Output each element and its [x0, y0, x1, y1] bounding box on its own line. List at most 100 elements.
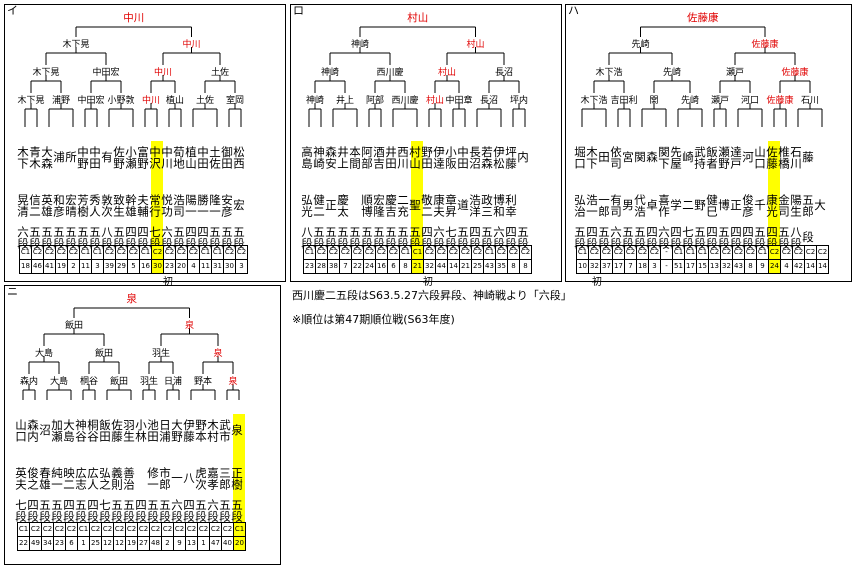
- player-rank: 五段: [573, 225, 587, 249]
- class-cell: C2: [769, 246, 780, 260]
- bracket-label: 中田宏: [77, 94, 104, 106]
- player-rank: 五段: [230, 498, 244, 522]
- player-given-name: 陽一: [184, 193, 198, 217]
- player-given-name: 慶吉: [384, 193, 398, 217]
- player-name: 堀口: [573, 145, 587, 169]
- bracket-tree: 村山神崎村山神崎西川慶村山長沼神崎井上阿部西川慶村山中田章長沼坪内: [306, 11, 528, 127]
- player-given-name: 広志: [74, 466, 88, 490]
- player-given-name: 勝一: [196, 193, 210, 217]
- player-name: 関: [633, 151, 647, 163]
- player-given-name: 秀人: [88, 193, 102, 217]
- spacer: [447, 173, 459, 189]
- bracket-label: 佐藤康: [687, 11, 719, 24]
- spacer: [197, 446, 209, 462]
- rank-number-cell: 15: [698, 262, 707, 270]
- class-cell: C2: [152, 246, 163, 260]
- class-cell: C2: [721, 246, 732, 260]
- spacer: [173, 446, 185, 462]
- class-cell: C2: [376, 246, 387, 260]
- class-cell: C2: [352, 246, 363, 260]
- player-name: 中沢: [148, 145, 162, 169]
- rank-number-cell: 3: [95, 262, 100, 270]
- player-column: 内五段: [516, 141, 531, 253]
- spacer: [67, 173, 79, 189]
- player-rank: 五段: [232, 225, 246, 249]
- bracket-label: 大島: [35, 347, 53, 359]
- rank-number-cell: 6: [69, 539, 74, 547]
- player-given-name: 致生: [112, 193, 126, 217]
- player-rank: 五段: [753, 225, 767, 249]
- player-column: 山口英夫七段: [14, 414, 29, 526]
- class-cell: C2: [817, 246, 828, 260]
- player-rank: 五段: [158, 498, 172, 522]
- player-given-name: 男: [621, 199, 635, 211]
- class-cell: C2: [56, 246, 67, 260]
- player-name: 瀬野: [717, 145, 731, 169]
- player-column: 中田道五段: [456, 141, 471, 253]
- bracket-label: 泉: [127, 292, 138, 305]
- bracket-tree: 中川木下晃中川木下晃中田宏中川土佐木下晃浦野中田宏小野敦中川植山土佐室岡: [17, 11, 244, 127]
- player-rank: 四段: [765, 225, 779, 249]
- player-column: 高島弘光八段: [300, 141, 315, 253]
- class-cell: C1: [78, 523, 89, 537]
- class-cell: C2: [709, 246, 720, 260]
- bracket-label: 阿部: [366, 94, 384, 106]
- bracket-label: 佐藤康: [766, 94, 793, 106]
- spacer: [79, 173, 91, 189]
- player-given-name: 宏隆: [372, 193, 386, 217]
- player-column: 森卓四段: [645, 141, 660, 253]
- spacer: [55, 173, 67, 189]
- player-rank: 四段: [86, 498, 100, 522]
- bracket-label: 河口: [741, 94, 759, 106]
- rank-number-cell: 3: [652, 262, 657, 270]
- player-column: 土佐隆一五段: [208, 141, 223, 253]
- player-name: 石川: [789, 145, 803, 169]
- player-column: 小林四段: [134, 414, 149, 526]
- player-name: 山口: [14, 418, 28, 442]
- player-name: 河: [741, 151, 755, 163]
- rank-number-cell: 1: [201, 539, 206, 547]
- spacer: [471, 173, 483, 189]
- player-name: 酒吉: [372, 145, 386, 169]
- player-column: 野田敬二四段: [420, 141, 435, 253]
- player-rank: 五段: [40, 225, 54, 249]
- bracket-label: 中川: [154, 66, 172, 78]
- class-cell: C2: [30, 523, 41, 537]
- rank-number-cell: 14: [806, 262, 815, 270]
- class-cell: C2: [186, 523, 197, 537]
- class-cell: C2: [68, 246, 79, 260]
- player-given-name: 信二: [28, 193, 42, 217]
- player-column: 堀口弘治五段: [573, 141, 588, 253]
- player-given-name: 幹雄: [124, 193, 138, 217]
- player-given-name: 政三: [480, 193, 494, 217]
- player-rank: 五段: [110, 498, 124, 522]
- class-cell: C2: [138, 523, 149, 537]
- spacer: [804, 173, 816, 189]
- rank-number-cell: 16: [377, 262, 386, 270]
- bracket-label: 植山: [166, 94, 184, 106]
- rank-number-cell: 12: [103, 539, 112, 547]
- player-name: 沼: [38, 424, 52, 436]
- player-name: 西川: [396, 145, 410, 169]
- class-cell: C2: [176, 246, 187, 260]
- class-cell: C2: [116, 246, 127, 260]
- player-name: 井上: [336, 145, 350, 169]
- player-rank: 四段: [705, 225, 719, 249]
- player-name: 達戸: [729, 145, 743, 169]
- bracket-label: 神崎: [351, 38, 369, 50]
- spacer: [175, 173, 187, 189]
- rank-number-cell: -: [665, 262, 668, 270]
- spacer: [708, 173, 720, 189]
- rank-number-cell: 2: [71, 262, 76, 270]
- rank-number-cell: 21: [461, 262, 470, 270]
